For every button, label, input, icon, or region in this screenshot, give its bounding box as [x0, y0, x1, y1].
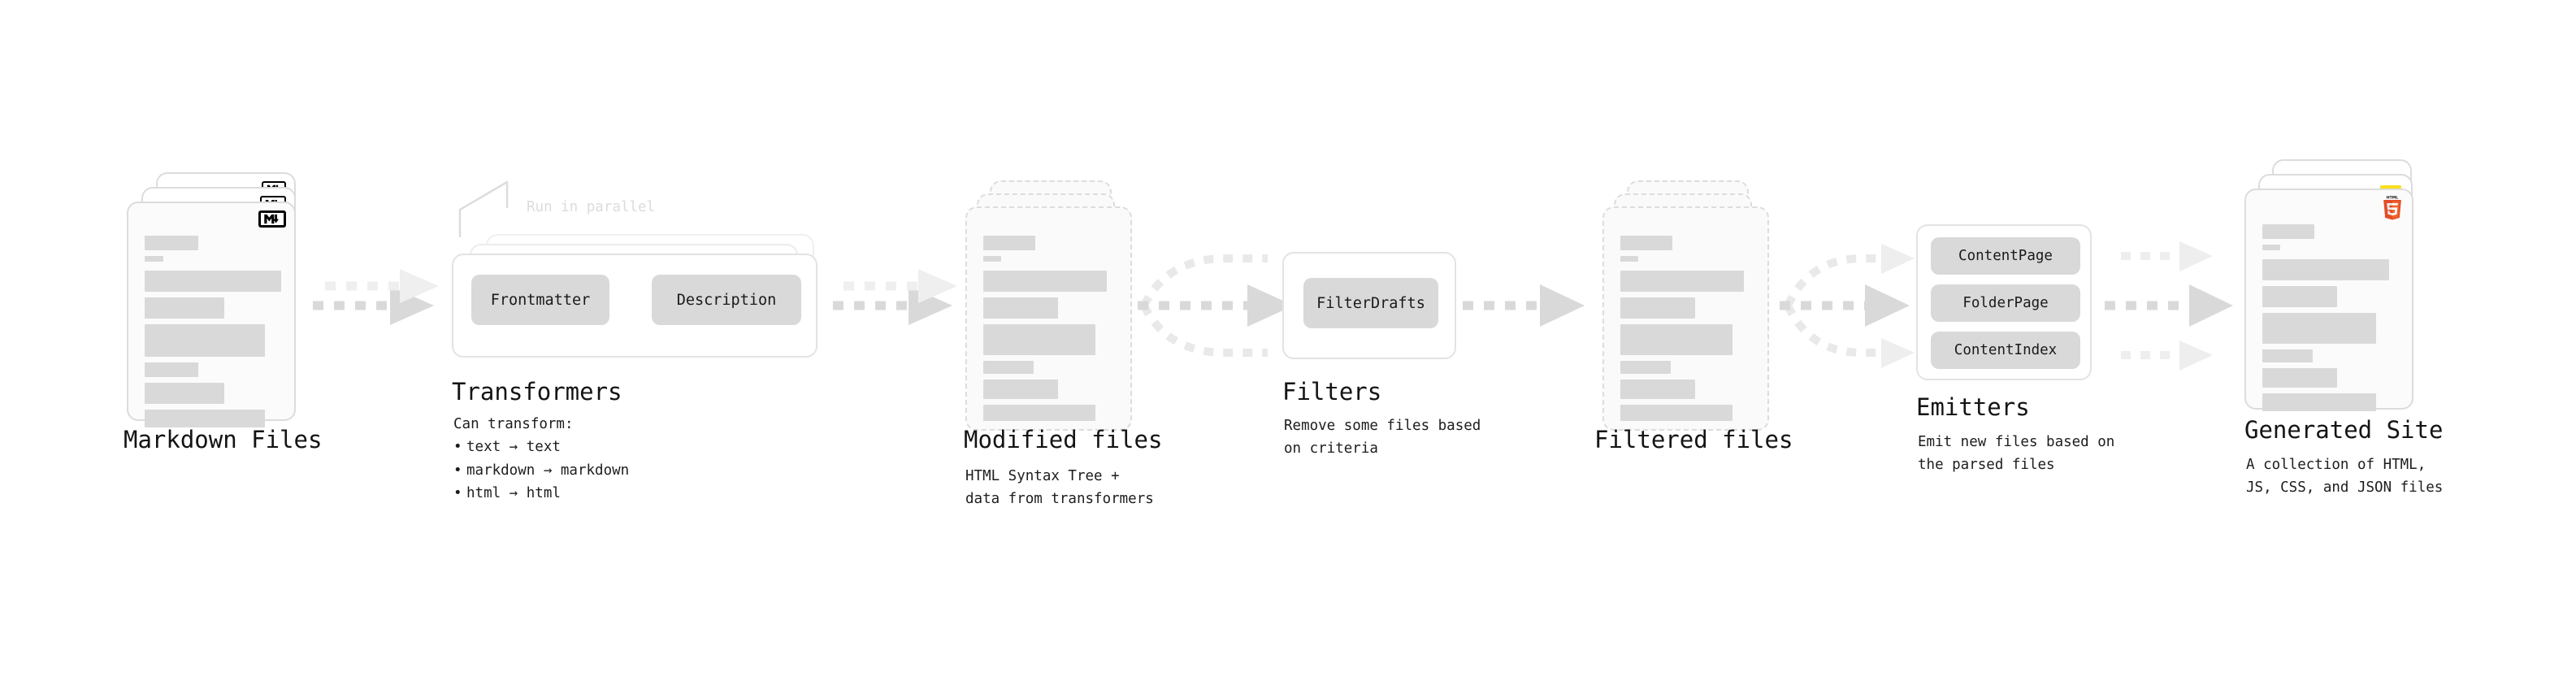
markdown-files-title: Markdown Files [124, 426, 323, 453]
connector-modified-to-filters [1138, 254, 1294, 357]
transformer-pill-description[interactable]: Description [652, 275, 801, 325]
transformers-subtitle-lead: Can transform: [453, 416, 574, 432]
site-card-front: HTML [2244, 189, 2413, 411]
content-bar [983, 297, 1058, 319]
content-bar [145, 297, 224, 319]
content-bar [145, 324, 265, 357]
content-bar [983, 324, 1095, 355]
site-card-content-lines [2262, 224, 2397, 417]
content-bar [2262, 224, 2314, 239]
content-bar [2262, 245, 2280, 250]
svg-text:HTML: HTML [2387, 196, 2398, 201]
transformers-bullet-list: text → text markdown → markdown html → h… [453, 436, 629, 505]
transformers-bullet: markdown → markdown [466, 459, 629, 482]
transformer-pill-frontmatter[interactable]: Frontmatter [471, 275, 609, 325]
content-bar [2262, 313, 2376, 344]
connector-transformers-to-modified [833, 269, 957, 325]
content-bar [1620, 271, 1744, 292]
content-bar [145, 236, 198, 250]
emitter-pill-contentpage[interactable]: ContentPage [1931, 237, 2080, 275]
content-bar [983, 256, 1001, 262]
content-bar [2262, 393, 2376, 411]
markdown-card-content-lines [145, 236, 281, 433]
html5-icon: HTML [2380, 196, 2405, 227]
modified-files-subtitle: HTML Syntax Tree + data from transformer… [965, 468, 1154, 508]
modified-files-title: Modified files [964, 426, 1163, 453]
modified-card-front [965, 206, 1132, 431]
content-bar [1620, 380, 1695, 399]
transformers-group-box: Frontmatter Description [452, 254, 817, 358]
markdown-icon [258, 210, 286, 228]
content-bar [1620, 324, 1733, 355]
filters-group-box: FilterDrafts [1282, 252, 1456, 359]
content-bar [2262, 349, 2313, 362]
content-bar [983, 380, 1058, 399]
content-bar [983, 405, 1095, 421]
transformers-bullet: text → text [466, 436, 629, 458]
content-bar [145, 271, 281, 292]
content-bar [1620, 361, 1671, 374]
content-bar [1620, 256, 1638, 262]
content-bar [145, 256, 163, 262]
content-bar [145, 383, 224, 404]
transformers-bullet: html → html [466, 482, 629, 505]
modified-card-content-lines [983, 236, 1116, 427]
emitter-pill-contentindex[interactable]: ContentIndex [1931, 332, 2080, 369]
connector-filters-to-filtered [1463, 284, 1585, 327]
content-bar [2262, 286, 2337, 307]
emitter-pill-folderpage[interactable]: FolderPage [1931, 284, 2080, 322]
content-bar [983, 271, 1107, 292]
transformers-subtitle: Can transform: text → text markdown → ma… [453, 413, 629, 505]
transformers-title: Transformers [452, 378, 622, 406]
content-bar [145, 362, 198, 377]
content-bar [145, 410, 265, 427]
connector-markdown-to-transformers [313, 269, 439, 325]
emitters-group-box: ContentPage FolderPage ContentIndex [1916, 224, 2092, 380]
content-bar [2262, 368, 2337, 388]
filtered-card-content-lines [1620, 236, 1753, 427]
filtered-files-title: Filtered files [1594, 426, 1793, 453]
content-bar [1620, 297, 1695, 319]
emitters-title: Emitters [1916, 393, 2030, 421]
content-bar [1620, 405, 1733, 421]
generated-site-title: Generated Site [2244, 416, 2444, 444]
content-bar [983, 361, 1034, 374]
run-in-parallel-label: Run in parallel [527, 199, 656, 215]
filters-title: Filters [1282, 378, 1382, 406]
parallel-bracket [458, 180, 509, 237]
filter-pill-filterdrafts[interactable]: FilterDrafts [1303, 278, 1438, 328]
content-bar [2262, 259, 2389, 280]
content-bar [1620, 236, 1672, 250]
generated-site-subtitle: A collection of HTML, JS, CSS, and JSON … [2246, 457, 2444, 497]
filters-subtitle: Remove some files based on criteria [1284, 418, 1481, 458]
connector-filtered-to-emitters [1780, 244, 1915, 368]
emitters-subtitle: Emit new files based on the parsed files [1918, 434, 2115, 474]
markdown-card-front [127, 202, 296, 427]
content-bar [983, 236, 1035, 250]
connector-emitters-to-site [2105, 241, 2233, 371]
filtered-card-front [1602, 206, 1769, 431]
